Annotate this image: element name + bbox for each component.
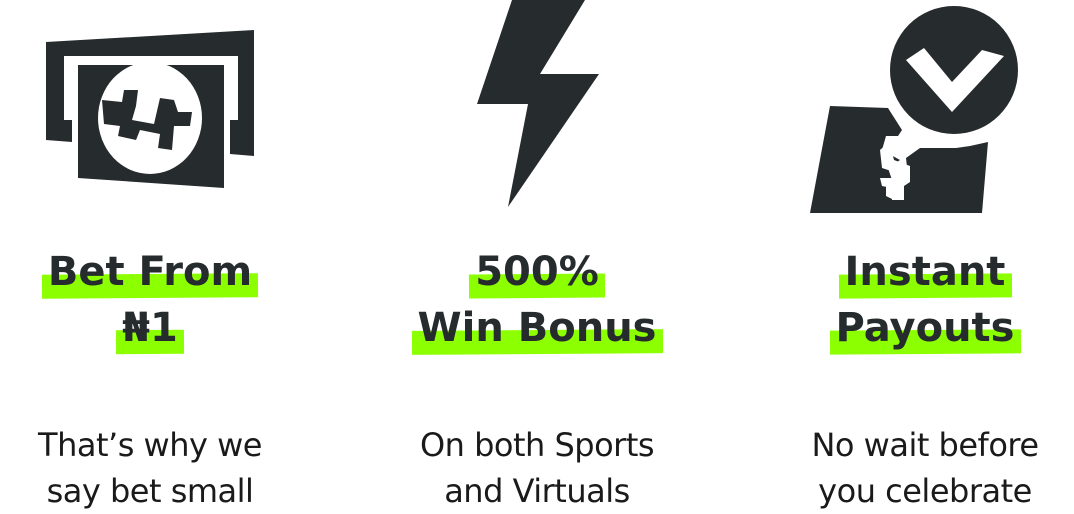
description-line-2: and Virtuals [444, 472, 630, 510]
description-line-2: you celebrate [818, 472, 1032, 510]
title-line-1: 500% [475, 244, 599, 300]
description-line-1: On both Sports [419, 426, 655, 464]
description-line-2: say bet small [46, 472, 254, 510]
lightning-bolt-icon [477, 0, 599, 207]
feature-win-bonus: 500% Win Bonus On both Sports and Virtua… [387, 0, 687, 514]
title-line-2: Win Bonus [418, 300, 657, 356]
feature-title: Instant Payouts [775, 244, 1074, 356]
description-line-1: That’s why we [38, 426, 262, 464]
payout-check-icon [810, 0, 1026, 213]
title-line-2: Payouts [836, 300, 1015, 356]
feature-title: Bet From ₦1 [0, 244, 300, 356]
title-line-1: Bet From [48, 244, 252, 300]
title-line-1: Instant [845, 244, 1006, 300]
cash-bill-icon [46, 30, 254, 188]
feature-instant-payouts: Instant Payouts No wait before you celeb… [775, 0, 1074, 514]
description-line-1: No wait before [811, 426, 1039, 464]
feature-description: That’s why we say bet small [0, 422, 300, 514]
feature-description: No wait before you celebrate [775, 422, 1074, 514]
feature-description: On both Sports and Virtuals [387, 422, 687, 514]
feature-bet-from: Bet From ₦1 That’s why we say bet small [0, 0, 300, 514]
feature-title: 500% Win Bonus [387, 244, 687, 356]
title-line-2: ₦1 [122, 300, 178, 356]
